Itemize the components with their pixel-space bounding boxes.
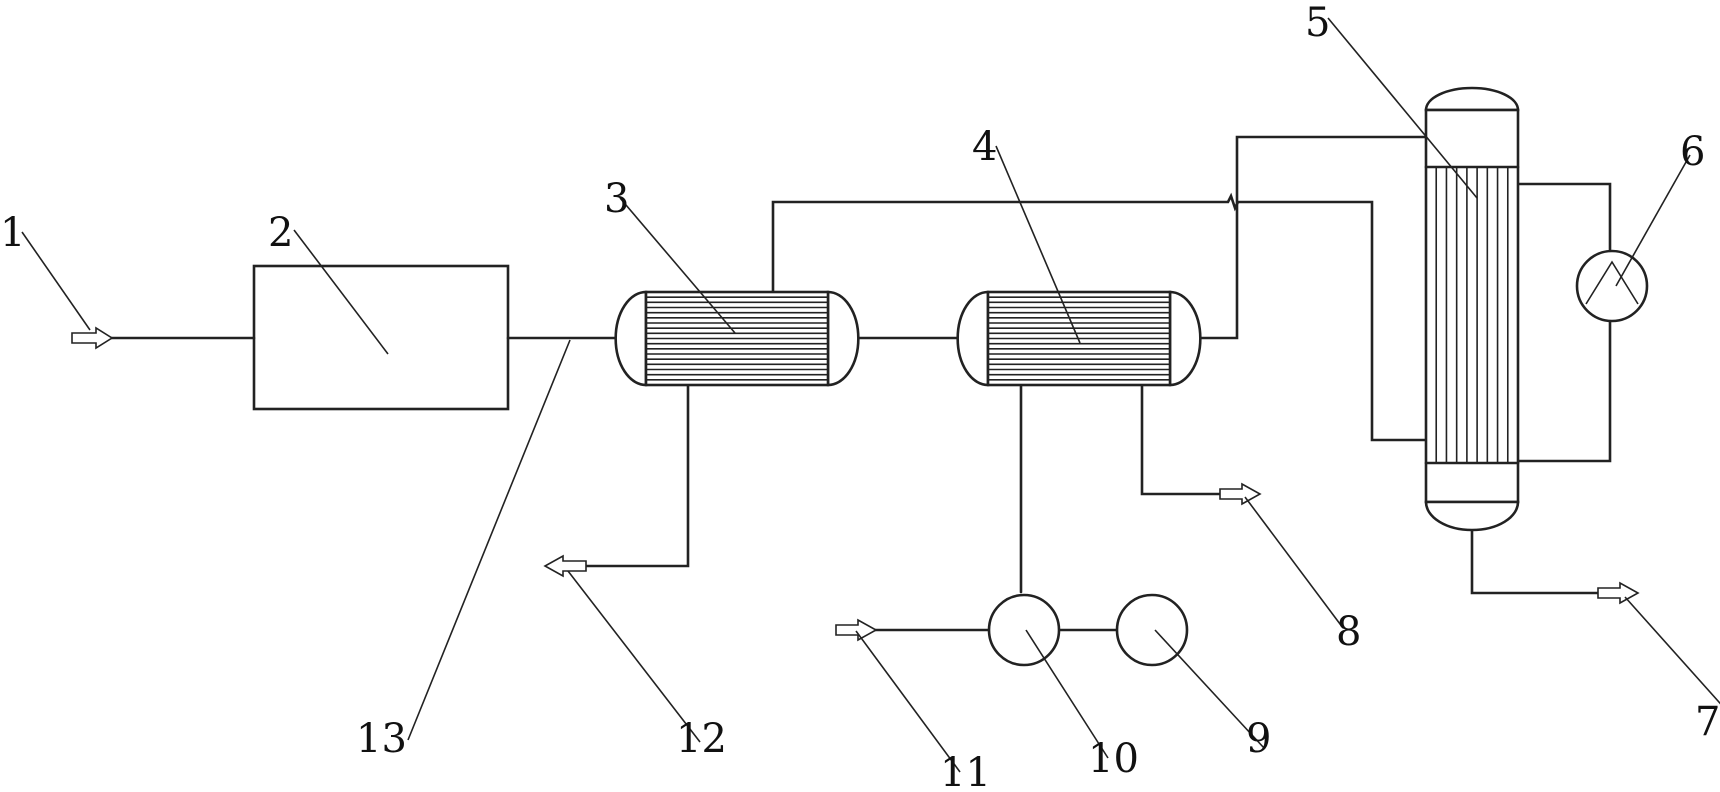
pipe-exchanger-4-bottom-outlet	[1140, 384, 1222, 496]
pipes	[108, 135, 1612, 632]
label-12: 12	[676, 716, 727, 762]
compressor-6	[1575, 249, 1649, 323]
hollow-arrow-icon	[1219, 482, 1262, 506]
hollow-arrow-icon	[1597, 581, 1640, 605]
label-10: 10	[1088, 736, 1139, 782]
label-1: 1	[0, 210, 25, 256]
heat-exchanger-3	[614, 290, 860, 387]
column-5-tubes	[1435, 167, 1509, 463]
pipe-exchanger-3-bottom-outlet	[584, 384, 690, 568]
hollow-arrow-icon	[543, 554, 587, 578]
pipe-column-bottom-outlet	[1470, 528, 1600, 595]
pipe-exchanger-3-top-to-column-bottom	[771, 192, 1432, 442]
column-5	[1424, 86, 1520, 532]
label-11: 11	[940, 750, 991, 792]
exchanger-4-tubes	[988, 296, 1170, 381]
label-2: 2	[268, 210, 293, 256]
pipe-exchanger-4-to-column-top	[1185, 135, 1428, 340]
flow-arrows	[71, 326, 1640, 642]
label-7: 7	[1695, 699, 1720, 745]
label-5: 5	[1305, 0, 1330, 46]
unit-2-box	[252, 264, 510, 411]
label-8: 8	[1336, 609, 1361, 655]
heat-exchanger-4	[956, 290, 1202, 387]
exchanger-3-tubes	[646, 296, 828, 381]
label-9: 9	[1246, 716, 1271, 762]
label-6: 6	[1680, 129, 1705, 175]
tank-9	[1115, 593, 1189, 667]
pump-10	[987, 593, 1061, 667]
leader-lines	[21, 17, 1720, 773]
label-13: 13	[356, 716, 407, 762]
hollow-arrow-icon	[71, 326, 114, 350]
pipe-column-to-compressor-loop	[1514, 182, 1612, 463]
hollow-arrow-icon	[835, 618, 878, 642]
label-3: 3	[604, 176, 629, 222]
label-4: 4	[972, 124, 997, 170]
